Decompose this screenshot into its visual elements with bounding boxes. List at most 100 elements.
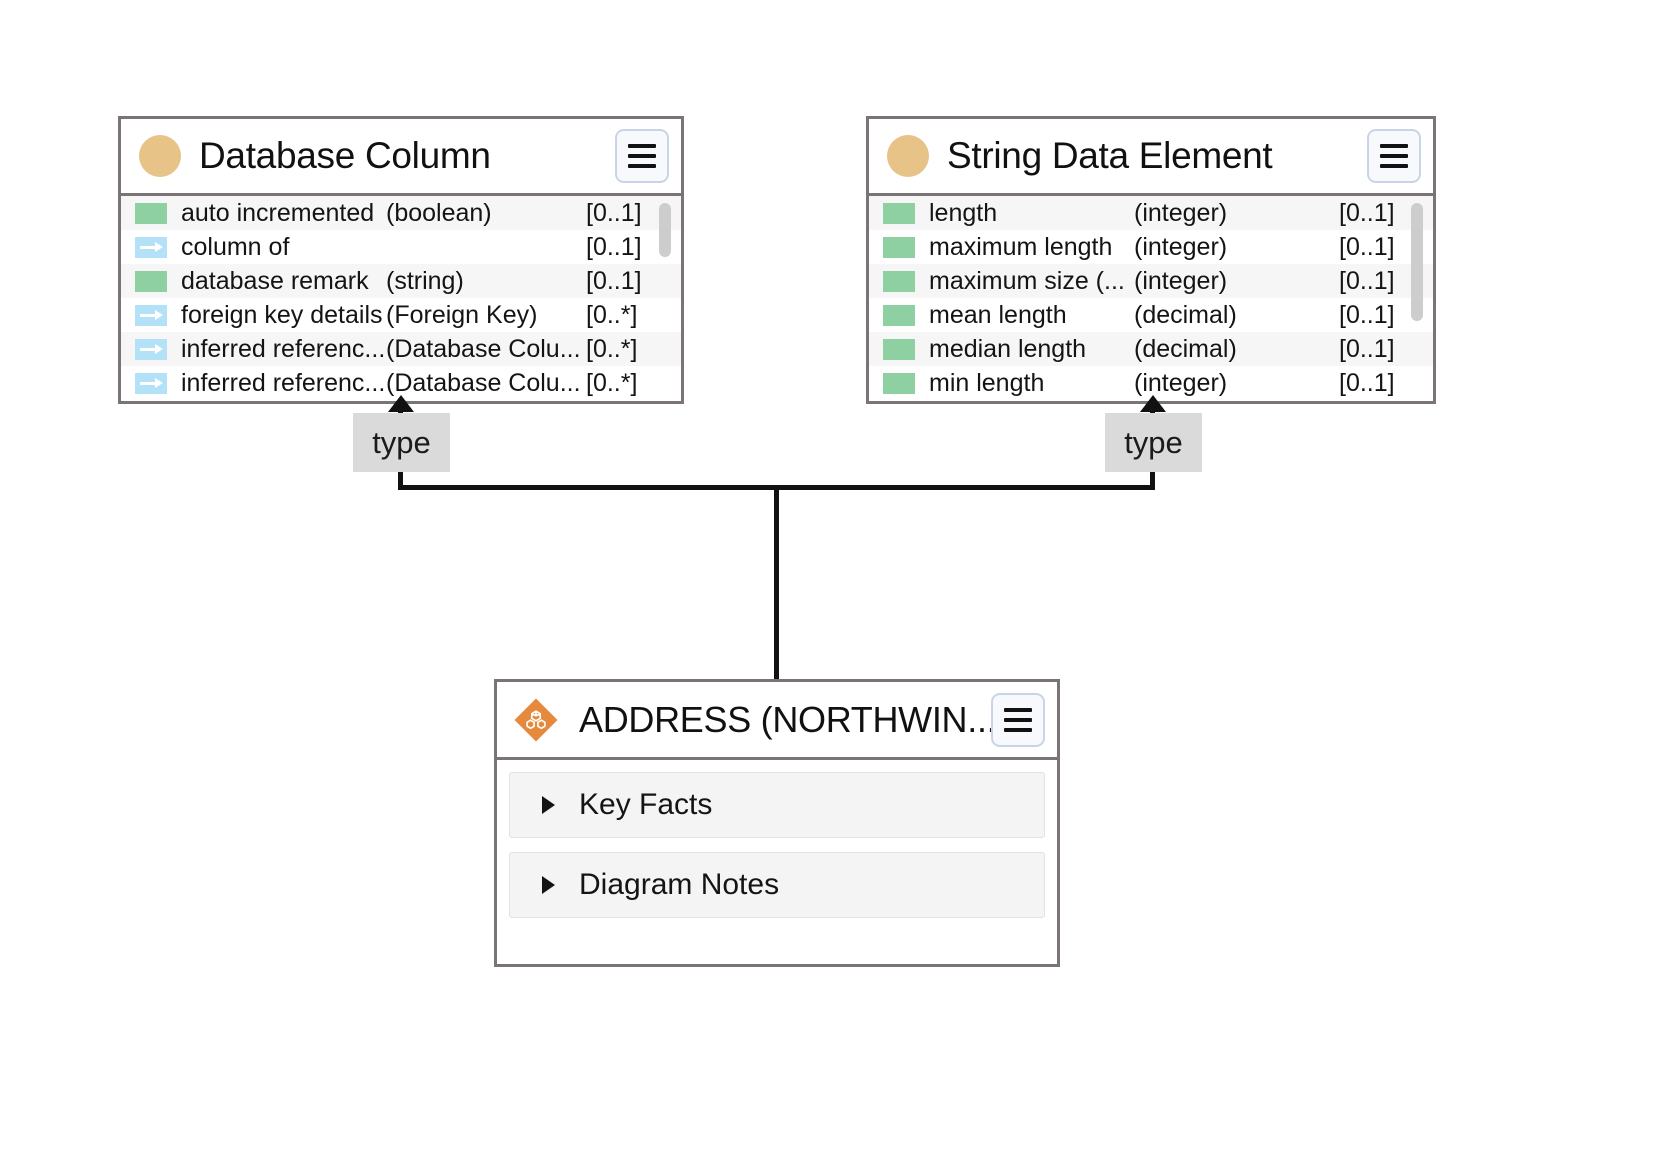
attribute-swatch-icon xyxy=(883,202,915,224)
attribute-swatch-icon xyxy=(883,236,915,258)
attribute-cardinality: [0..*] xyxy=(586,368,638,397)
attribute-type: (Foreign Key) xyxy=(386,300,538,329)
attribute-type: (string) xyxy=(386,266,464,295)
attribute-name: inferred referenc... xyxy=(181,334,386,363)
table-row[interactable]: mean length (decimal) [0..1] xyxy=(869,298,1433,332)
table-row[interactable]: min length (integer) [0..1] xyxy=(869,366,1433,400)
table-row[interactable]: inferred referenc... (Database Colu... [… xyxy=(121,366,681,400)
reference-arrow-icon xyxy=(135,236,167,258)
attribute-cardinality: [0..1] xyxy=(1339,266,1395,295)
attribute-type: (decimal) xyxy=(1134,300,1237,329)
card-string-data-element[interactable]: String Data Element length (integer) [0.… xyxy=(866,116,1436,404)
table-row[interactable]: foreign key details (Foreign Key) [0..*] xyxy=(121,298,681,332)
reference-arrow-icon xyxy=(135,304,167,326)
hamburger-line xyxy=(1380,144,1408,148)
card-menu-button[interactable] xyxy=(615,129,669,183)
attribute-type: (decimal) xyxy=(1134,334,1237,363)
vertical-scrollbar[interactable] xyxy=(659,203,671,257)
attribute-swatch-icon xyxy=(135,270,167,292)
attribute-name: foreign key details xyxy=(181,300,383,329)
attribute-name: min length xyxy=(929,368,1045,397)
attribute-swatch-icon xyxy=(883,304,915,326)
attribute-name: maximum length xyxy=(929,232,1113,261)
edge-arrowhead-string-data-element xyxy=(1140,395,1166,412)
attribute-cardinality: [0..1] xyxy=(586,198,642,227)
table-row[interactable]: median length (decimal) [0..1] xyxy=(869,332,1433,366)
attribute-list-database-column[interactable]: auto incremented (boolean) [0..1] column… xyxy=(121,193,681,401)
attribute-cardinality: [0..1] xyxy=(1339,300,1395,329)
card-title: String Data Element xyxy=(947,135,1273,176)
section-label: Key Facts xyxy=(579,788,713,821)
table-row[interactable]: maximum length (integer) [0..1] xyxy=(869,230,1433,264)
edge-label-text: type xyxy=(372,424,431,460)
card-menu-button[interactable] xyxy=(991,692,1045,747)
attribute-cardinality: [0..1] xyxy=(1339,334,1395,363)
hamburger-line xyxy=(628,144,656,148)
table-row[interactable]: auto incremented (boolean) [0..1] xyxy=(121,196,681,230)
hamburger-line xyxy=(1004,707,1032,712)
table-row[interactable]: maximum size (... (integer) [0..1] xyxy=(869,264,1433,298)
attribute-cardinality: [0..1] xyxy=(586,266,642,295)
attribute-name: database remark xyxy=(181,266,369,295)
attribute-cardinality: [0..1] xyxy=(1339,232,1395,261)
card-address-northwind[interactable]: ADDRESS (NORTHWIN... Key Facts Diagram N… xyxy=(494,679,1060,967)
attribute-name: mean length xyxy=(929,300,1067,329)
attribute-name: column of xyxy=(181,232,290,261)
card-title: Database Column xyxy=(199,135,491,176)
attribute-name: inferred referenc... xyxy=(181,368,386,397)
table-row[interactable]: length (integer) [0..1] xyxy=(869,196,1433,230)
card-menu-button[interactable] xyxy=(1367,129,1421,183)
attribute-name: median length xyxy=(929,334,1087,363)
card-title: ADDRESS (NORTHWIN... xyxy=(579,698,991,740)
section-key-facts[interactable]: Key Facts xyxy=(509,772,1045,838)
reference-arrow-icon xyxy=(135,338,167,360)
attribute-type: (integer) xyxy=(1134,368,1228,397)
hamburger-line xyxy=(1004,727,1032,732)
reference-arrow-icon xyxy=(135,372,167,394)
attribute-type: (integer) xyxy=(1134,266,1228,295)
card-header-address-northwind: ADDRESS (NORTHWIN... xyxy=(497,682,1057,760)
attribute-type: (integer) xyxy=(1134,198,1228,227)
attribute-swatch-icon xyxy=(883,270,915,292)
attribute-type: (Database Colu... xyxy=(386,368,581,397)
table-row[interactable]: inferred referenc... (Database Colu... [… xyxy=(121,332,681,366)
hamburger-line xyxy=(1004,717,1032,722)
attribute-name: length xyxy=(929,198,998,227)
table-row[interactable]: column of [0..1] xyxy=(121,230,681,264)
chevron-right-icon xyxy=(542,876,555,894)
attribute-cardinality: [0..*] xyxy=(586,300,638,329)
edge-segment-center-vertical xyxy=(774,485,779,680)
section-diagram-notes[interactable]: Diagram Notes xyxy=(509,852,1045,918)
hamburger-line xyxy=(1380,164,1408,168)
attribute-cardinality: [0..1] xyxy=(1339,368,1395,397)
attribute-cardinality: [0..*] xyxy=(586,334,638,363)
attribute-name: auto incremented xyxy=(181,198,375,227)
attribute-cardinality: [0..1] xyxy=(1339,198,1395,227)
attribute-swatch-icon xyxy=(883,338,915,360)
class-dot-icon xyxy=(139,135,181,177)
table-row[interactable]: database remark (string) [0..1] xyxy=(121,264,681,298)
hamburger-line xyxy=(628,154,656,158)
edge-label-type-right[interactable]: type xyxy=(1105,413,1202,472)
attribute-name: maximum size (... xyxy=(929,266,1125,295)
class-dot-icon xyxy=(887,135,929,177)
attribute-cardinality: [0..1] xyxy=(586,232,642,261)
card-header-database-column: Database Column xyxy=(121,119,681,193)
chevron-right-icon xyxy=(542,796,555,814)
edge-label-text: type xyxy=(1124,424,1183,460)
card-database-column[interactable]: Database Column auto incremented (boolea… xyxy=(118,116,684,404)
attribute-swatch-icon xyxy=(883,372,915,394)
entity-sections: Key Facts Diagram Notes xyxy=(497,760,1057,918)
attribute-type: (boolean) xyxy=(386,198,492,227)
attribute-swatch-icon xyxy=(135,202,167,224)
entity-diamond-icon xyxy=(513,697,559,743)
card-header-string-data-element: String Data Element xyxy=(869,119,1433,193)
hamburger-line xyxy=(628,164,656,168)
vertical-scrollbar[interactable] xyxy=(1411,203,1423,321)
attribute-type: (integer) xyxy=(1134,232,1228,261)
section-label: Diagram Notes xyxy=(579,868,780,901)
edge-label-type-left[interactable]: type xyxy=(353,413,450,472)
edge-arrowhead-database-column xyxy=(388,395,414,412)
attribute-list-string-data-element[interactable]: length (integer) [0..1] maximum length (… xyxy=(869,193,1433,401)
attribute-type: (Database Colu... xyxy=(386,334,581,363)
